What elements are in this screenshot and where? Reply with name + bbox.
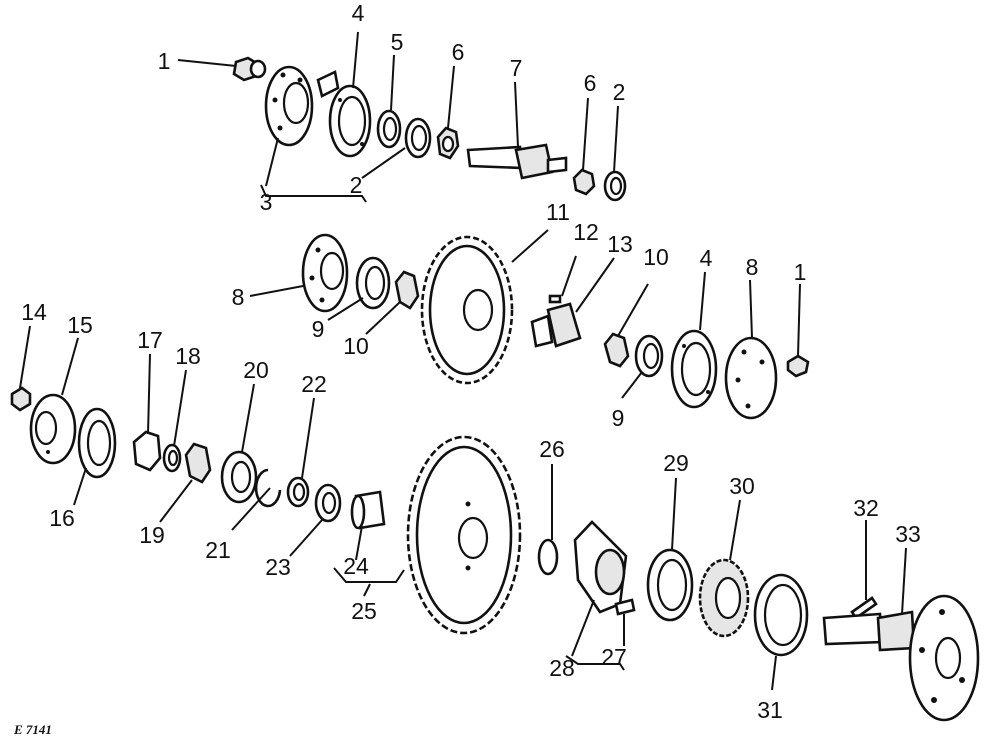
callout-8-right: 8 bbox=[746, 254, 759, 280]
part-15-flanged-cap bbox=[29, 393, 77, 465]
callout-24: 24 bbox=[343, 553, 369, 579]
part-28-hub-flange bbox=[573, 520, 628, 614]
part-13-spur-gear-shaft bbox=[530, 302, 582, 348]
callout-23: 23 bbox=[265, 554, 291, 580]
part-12-key bbox=[548, 294, 562, 304]
part-9-bearing-cup-middle-right bbox=[634, 334, 664, 378]
callout-9-left: 9 bbox=[312, 316, 325, 342]
part-22-spacer-ring bbox=[286, 476, 310, 508]
part-8-bearing-retainer-left bbox=[301, 233, 349, 313]
callout-17: 17 bbox=[137, 327, 163, 353]
callout-32: 32 bbox=[853, 495, 879, 521]
callout-28: 28 bbox=[549, 655, 575, 681]
callout-2-left: 2 bbox=[350, 172, 363, 198]
callout-15: 15 bbox=[67, 312, 93, 338]
part-16-gasket-bottom bbox=[77, 407, 117, 479]
callout-4-middle: 4 bbox=[700, 245, 713, 271]
leader-lines bbox=[19, 31, 907, 691]
part-29-bearing-cup-outer bbox=[646, 548, 694, 622]
callout-2-right: 2 bbox=[613, 79, 626, 105]
callout-33: 33 bbox=[895, 521, 921, 547]
part-4-gasket-top bbox=[328, 84, 372, 158]
part-6-bearing-cone-right bbox=[572, 168, 596, 196]
part-1-cap-screw-top bbox=[232, 56, 267, 82]
part-10-bearing-cone-middle-right bbox=[603, 332, 630, 368]
part-18-washer bbox=[162, 443, 182, 473]
callout-25: 25 bbox=[351, 598, 377, 624]
callout-7: 7 bbox=[510, 55, 523, 81]
part-4-gasket-middle bbox=[670, 329, 718, 409]
callout-30: 30 bbox=[729, 473, 755, 499]
part-8-cover-plate-right bbox=[724, 336, 778, 420]
part-23-washer-bottom bbox=[314, 483, 342, 523]
part-24-bushing bbox=[350, 490, 386, 530]
callout-labels: 1 4 5 6 7 6 2 2 3 11 12 13 10 4 8 1 8 9 … bbox=[21, 0, 921, 723]
part-1-cap-screw-middle bbox=[786, 354, 810, 378]
callout-31: 31 bbox=[757, 697, 783, 723]
part-2-bearing-cup-top-left bbox=[404, 117, 432, 159]
part-9-bearing-cup-middle-left bbox=[355, 256, 391, 310]
callout-22: 22 bbox=[301, 371, 327, 397]
part-5-seal-ring bbox=[376, 109, 402, 149]
callout-18: 18 bbox=[175, 343, 201, 369]
part-7-pinion-shaft bbox=[466, 143, 568, 180]
callout-6-right: 6 bbox=[584, 70, 597, 96]
part-3-flanged-housing bbox=[264, 65, 340, 147]
part-30-tapered-roller-bearing bbox=[698, 558, 750, 638]
callout-5: 5 bbox=[391, 29, 404, 55]
part-14-cap-screw-bottom bbox=[10, 386, 32, 412]
callout-12: 12 bbox=[573, 219, 599, 245]
callout-20: 20 bbox=[243, 357, 269, 383]
callout-26: 26 bbox=[539, 436, 565, 462]
callout-21: 21 bbox=[205, 537, 231, 563]
callout-27: 27 bbox=[601, 644, 627, 670]
figure-code: E 7141 bbox=[13, 722, 52, 737]
callout-10-left: 10 bbox=[343, 333, 369, 359]
part-33-axle-shaft-flange bbox=[822, 594, 980, 722]
callout-1-top: 1 bbox=[158, 48, 171, 74]
callout-6-left: 6 bbox=[452, 39, 465, 65]
callout-1-middle: 1 bbox=[794, 259, 807, 285]
callout-10-right: 10 bbox=[643, 244, 669, 270]
part-6-bearing-cone-left bbox=[436, 126, 460, 160]
callout-14: 14 bbox=[21, 299, 47, 325]
callout-9-right: 9 bbox=[612, 405, 625, 431]
part-27-dowel-pin bbox=[614, 598, 636, 616]
callout-11: 11 bbox=[546, 199, 570, 225]
part-20-bearing-cup-bottom bbox=[220, 450, 258, 504]
part-17-castle-nut bbox=[132, 430, 162, 472]
part-11-large-gear bbox=[420, 235, 514, 385]
callout-8-left: 8 bbox=[232, 284, 245, 310]
callout-29: 29 bbox=[663, 450, 689, 476]
callout-16: 16 bbox=[49, 505, 75, 531]
part-25-large-drive-gear bbox=[406, 435, 522, 635]
part-2-bearing-cup-top-right bbox=[603, 170, 627, 202]
callout-3: 3 bbox=[260, 189, 273, 215]
part-26-retaining-ring bbox=[537, 538, 559, 576]
callout-4-top: 4 bbox=[352, 0, 365, 26]
callout-13: 13 bbox=[607, 231, 633, 257]
part-31-oil-seal bbox=[753, 573, 809, 657]
callout-19: 19 bbox=[139, 522, 165, 548]
part-19-bearing-cone-bottom bbox=[184, 442, 212, 484]
